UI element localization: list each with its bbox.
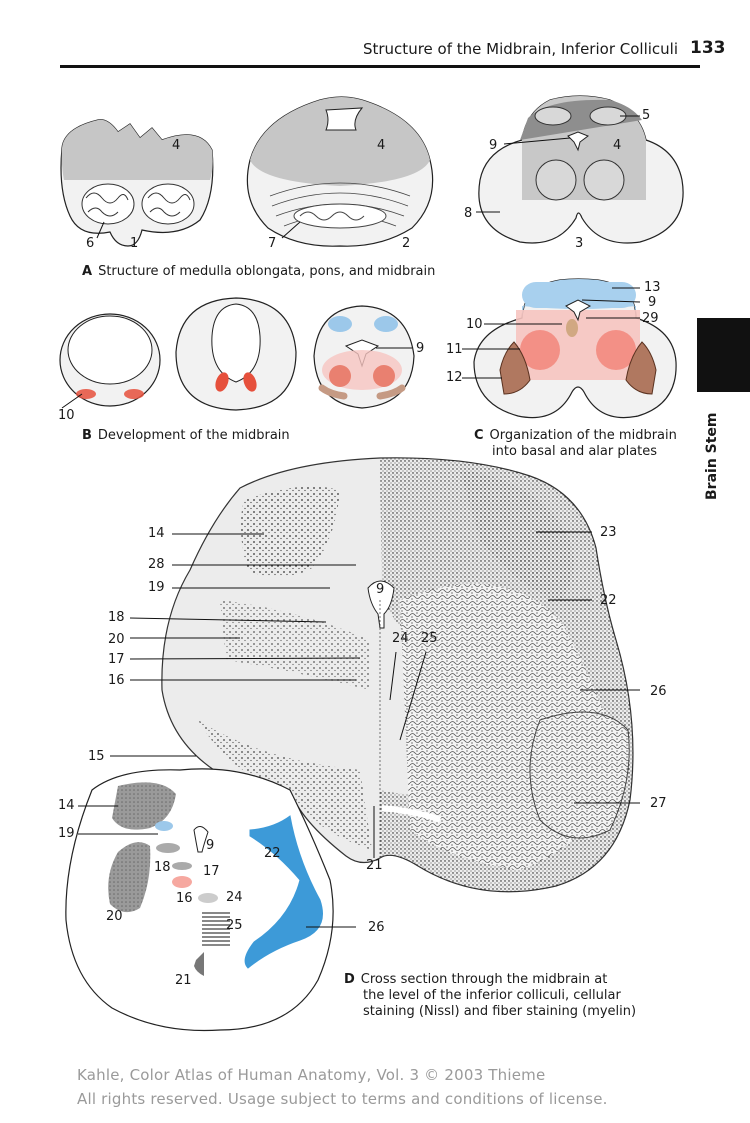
footer-copyright: Kahle, Color Atlas of Human Anatomy, Vol… [77, 1066, 546, 1084]
label-inset-21: 21 [175, 973, 192, 988]
label-d-26: 26 [650, 684, 667, 699]
fig-d-inset-schematic [65, 768, 356, 1032]
label-a-6: 6 [86, 236, 95, 251]
label-a-4-pons: 4 [377, 138, 386, 153]
label-d-9: 9 [376, 582, 385, 597]
label-b-10: 10 [58, 408, 75, 423]
label-d-27: 27 [650, 796, 667, 811]
label-a-9: 9 [489, 138, 498, 153]
caption-a: A Structure of medulla oblongata, pons, a… [82, 264, 435, 280]
label-c-10: 10 [466, 317, 483, 332]
label-inset-25: 25 [226, 918, 243, 933]
label-d-24: 24 [392, 631, 409, 646]
caption-c-letter: C [474, 428, 484, 443]
label-inset-22: 22 [264, 846, 281, 861]
label-a-3: 3 [575, 236, 584, 251]
caption-b-text: Development of the midbrain [97, 428, 290, 443]
label-inset-19: 19 [58, 826, 75, 841]
label-inset-17: 17 [203, 864, 220, 879]
label-a-5: 5 [642, 108, 651, 123]
label-inset-26: 26 [368, 920, 385, 935]
label-a-2: 2 [402, 236, 411, 251]
label-d-17: 17 [108, 652, 125, 667]
label-d-28: 28 [148, 557, 165, 572]
label-d-18: 18 [108, 610, 125, 625]
chapter-tab-block [697, 318, 750, 392]
label-a-4-medulla: 4 [172, 138, 181, 153]
caption-a-text: Structure of medulla oblongata, pons, an… [98, 264, 436, 279]
caption-d-line2: the level of the inferior colliculi, cel… [363, 988, 621, 1003]
label-inset-18: 18 [154, 860, 171, 875]
caption-c-line1: Organization of the midbrain [489, 428, 677, 443]
label-d-20: 20 [108, 632, 125, 647]
label-d-16: 16 [108, 673, 125, 688]
label-a-7: 7 [268, 236, 277, 251]
label-inset-14: 14 [58, 798, 75, 813]
caption-a-letter: A [82, 264, 93, 279]
caption-d-line3: staining (Nissl) and fiber staining (mye… [363, 1004, 637, 1019]
fig-d-leader-lines [110, 531, 640, 858]
fig-c-plates [462, 278, 677, 419]
fig-a-midbrain [476, 95, 684, 244]
caption-b: B Development of the midbrain [82, 428, 290, 444]
label-c-29: 29 [642, 311, 659, 326]
fig-a-leader-lines [96, 221, 301, 239]
running-header-title: Structure of the Midbrain, Inferior Coll… [362, 40, 678, 58]
label-c-9: 9 [648, 295, 657, 310]
footer-license: All rights reserved. Usage subject to te… [77, 1090, 608, 1108]
label-b-9: 9 [416, 341, 425, 356]
label-inset-24: 24 [226, 890, 243, 905]
label-inset-20: 20 [106, 909, 123, 924]
label-d-22: 22 [600, 593, 617, 608]
fig-b-development [59, 297, 415, 411]
caption-d-line1: Cross section through the midbrain at [360, 972, 608, 987]
label-d-15: 15 [88, 749, 105, 764]
label-c-11: 11 [446, 342, 463, 357]
label-d-21: 21 [366, 858, 383, 873]
label-a-8: 8 [464, 206, 473, 221]
label-inset-9: 9 [206, 838, 215, 853]
label-d-14: 14 [148, 526, 165, 541]
fig-a-pons [246, 96, 434, 247]
label-c-12: 12 [446, 370, 463, 385]
caption-c-line2: into basal and alar plates [492, 444, 658, 459]
header-rule [60, 65, 700, 68]
label-inset-16: 16 [176, 891, 193, 906]
label-d-25: 25 [421, 631, 438, 646]
caption-d-letter: D [344, 972, 355, 987]
caption-b-letter: B [82, 428, 92, 443]
label-d-23: 23 [600, 525, 617, 540]
label-a-1: 1 [130, 236, 139, 251]
fig-d-cross-section [161, 457, 634, 893]
label-d-19: 19 [148, 580, 165, 595]
label-a-4-midbrain: 4 [613, 138, 622, 153]
label-c-13: 13 [644, 280, 661, 295]
page-number: 133 [690, 38, 726, 58]
fig-a-medulla [60, 119, 214, 247]
